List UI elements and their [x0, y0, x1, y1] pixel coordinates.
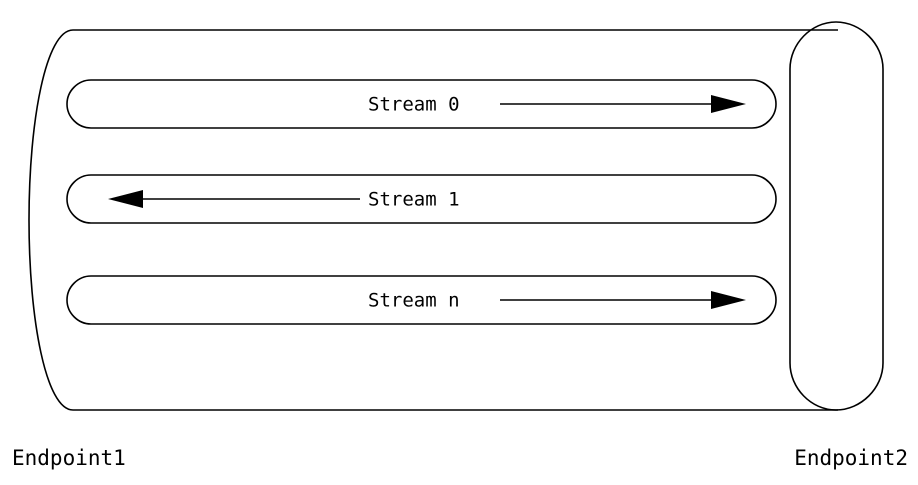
stream-row-1[interactable]: Stream 1: [66, 174, 777, 224]
stream-0-channel-shape: [66, 79, 777, 129]
endpoint1-label: Endpoint1: [12, 446, 126, 470]
stream-n-label: Stream n: [368, 290, 460, 312]
arrow-left-icon: [108, 190, 143, 208]
stream-row-n[interactable]: Stream n: [66, 275, 777, 325]
stream-1-channel-shape: [66, 174, 777, 224]
arrow-right-icon: [711, 95, 746, 113]
stream-n-channel-shape: [66, 275, 777, 325]
stream-row-0[interactable]: Stream 0: [66, 79, 777, 129]
endpoint1-body-shape: [28, 29, 838, 411]
endpoint2-label: Endpoint2: [794, 446, 908, 470]
arrow-right-icon: [711, 291, 746, 309]
stream-0-label: Stream 0: [368, 94, 460, 116]
endpoint2-pill-shape: [789, 21, 884, 411]
stream-1-label: Stream 1: [368, 189, 460, 211]
